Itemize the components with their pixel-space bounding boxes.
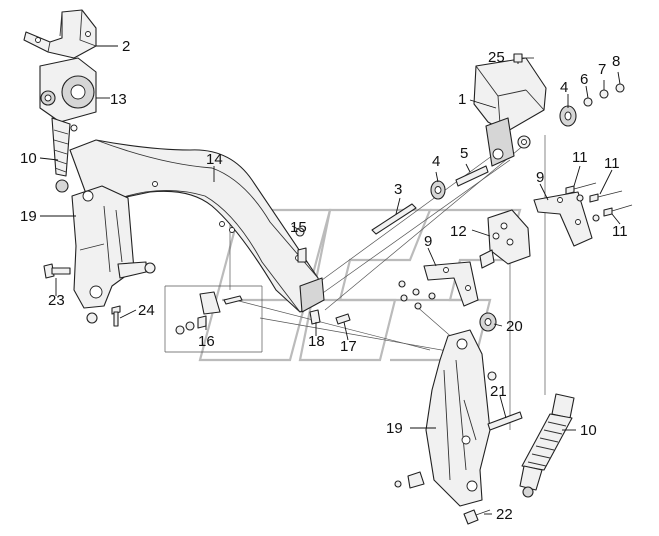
bolt-21 [487,411,523,431]
callout-2: 2 [122,38,130,55]
callout-20: 20 [506,318,523,335]
callout-22: 22 [496,506,513,523]
latch-mechanism [479,209,531,269]
callout-10-left: 10 [20,150,37,167]
lower-link-right [394,329,497,507]
callout-6: 6 [580,71,588,88]
callout-15: 15 [290,219,307,236]
callout-7: 7 [598,61,606,78]
callout-4-lower: 4 [432,153,440,170]
callout-8: 8 [612,53,620,70]
upper-right-bushings [559,83,625,127]
callout-13: 13 [110,91,127,108]
callout-5: 5 [460,145,468,162]
callout-14: 14 [206,151,223,168]
callout-11-c: 11 [612,223,628,240]
callout-4-upper: 4 [560,79,568,96]
shock-absorber-left [51,117,78,193]
callout-labels: 2 13 10 14 19 15 23 24 16 18 17 25 1 4 6… [20,38,628,523]
callout-9-lower: 9 [424,233,432,250]
lower-link-left [71,185,147,309]
bushing-20 [479,312,497,332]
assembly-lines [164,135,546,430]
plate-upper [533,191,593,247]
callout-19-left: 19 [20,208,37,225]
callout-17: 17 [340,338,357,355]
callout-18: 18 [308,333,325,350]
callout-9-upper: 9 [536,169,544,186]
frame-mounting-bracket [473,57,547,167]
upper-mounting-bracket [23,9,97,59]
callout-11-a: 11 [572,149,588,166]
callout-21: 21 [490,383,507,400]
leader-lines [39,45,621,515]
callout-11-b: 11 [604,155,620,172]
plate-lower [398,261,479,310]
callout-12: 12 [450,223,467,240]
bolts-11 [565,182,633,222]
callout-19-right: 19 [386,420,403,437]
callout-25: 25 [488,49,505,66]
shock-absorber-right [519,393,575,498]
callout-1: 1 [458,91,466,108]
callout-23: 23 [48,292,65,309]
long-bolt-and-bushing [371,165,489,235]
clamp-and-bolts [175,227,351,335]
callout-3: 3 [394,181,402,198]
bolt-22 [463,509,491,525]
main-beam-arm [69,139,325,313]
callout-24: 24 [138,302,155,319]
callout-10-right: 10 [580,422,597,439]
bolt-25 [513,53,534,63]
upper-bushing-assembly [39,57,97,123]
callout-16: 16 [198,333,215,350]
left-hardware [43,262,156,327]
